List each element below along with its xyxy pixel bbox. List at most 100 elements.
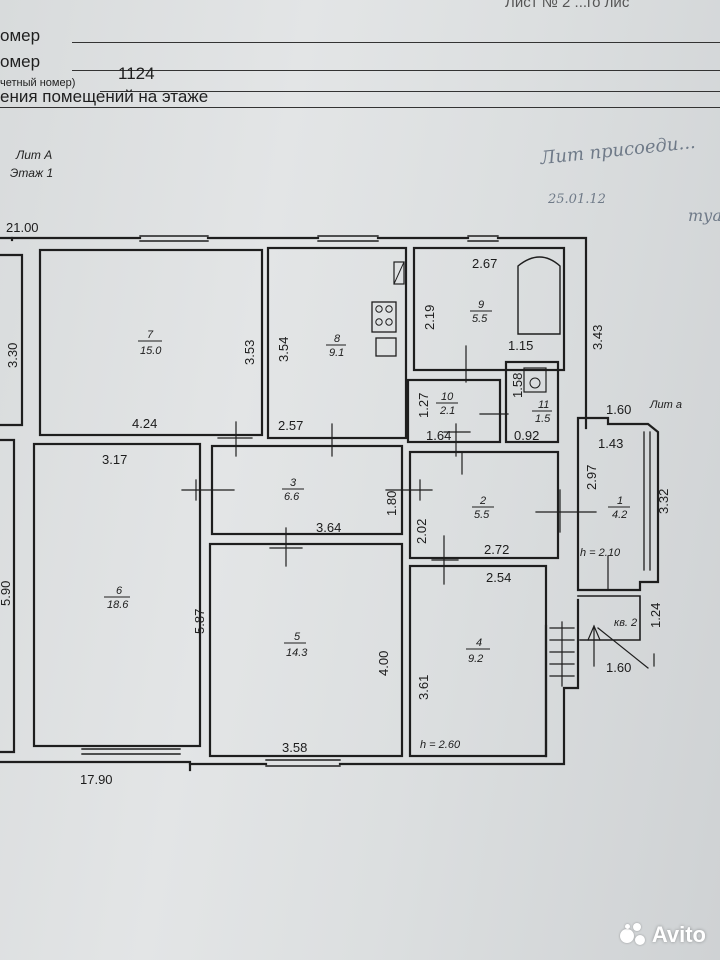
room-3-area: 6.6 <box>284 491 300 503</box>
room-6-number: 6 <box>116 585 123 597</box>
plan-line <box>385 305 393 313</box>
room-5-area: 14.3 <box>286 647 308 659</box>
plan-line <box>0 253 24 427</box>
entry-arrow <box>587 624 601 667</box>
sink <box>375 337 397 357</box>
window-top-2 <box>317 235 379 242</box>
bathtub <box>517 256 561 335</box>
room-8-area: 9.1 <box>329 347 344 359</box>
room-6 <box>32 442 202 748</box>
dim-2-97: 2.97 <box>584 465 599 490</box>
avito-text: Avito <box>651 922 706 947</box>
dim-4-00: 4.00 <box>376 651 391 676</box>
dim-3-61: 3.61 <box>416 675 431 700</box>
room-5-number: 5 <box>294 631 301 643</box>
plan-line <box>269 527 303 567</box>
plan-line <box>375 318 383 326</box>
window-top-3 <box>467 235 499 242</box>
plan-line <box>597 627 649 669</box>
room-6-area: 18.6 <box>107 599 129 611</box>
dim-5-87: 5.87 <box>192 609 207 634</box>
room-2-number: 2 <box>479 495 486 507</box>
room-7-number: 7 <box>147 329 154 341</box>
room-3 <box>210 444 404 536</box>
dim-3-54: 3.54 <box>276 337 291 362</box>
room-8-number: 8 <box>334 333 341 345</box>
room-10-area: 2.1 <box>439 405 455 417</box>
toilet <box>523 367 547 393</box>
dim-1-24: 1.24 <box>648 603 663 628</box>
header-line3-label: четный номер) <box>0 77 76 89</box>
plan-line <box>529 377 541 389</box>
room-7 <box>38 248 264 437</box>
room-7-area: 15.0 <box>140 345 162 357</box>
window-top-1 <box>139 235 209 242</box>
dim-21-00: 21.00 <box>6 220 39 235</box>
room-9-area: 5.5 <box>472 313 488 325</box>
dim-3-58: 3.58 <box>282 740 307 755</box>
room-3-number: 3 <box>290 477 297 489</box>
plan-line <box>431 535 459 585</box>
header-line-1 <box>72 42 720 43</box>
plan-line <box>181 479 235 501</box>
room-2 <box>408 450 560 560</box>
room-8 <box>266 246 408 440</box>
dim-2-02: 2.02 <box>414 519 429 544</box>
dim-3-17: 3.17 <box>102 452 127 467</box>
room-11-number: 11 <box>538 399 549 411</box>
dim-3-64: 3.64 <box>316 520 341 535</box>
dim-1-60-bottom: 1.60 <box>606 660 631 675</box>
dim-1-64: 1.64 <box>426 428 451 443</box>
room-11 <box>504 360 560 444</box>
avito-watermark: Avito <box>619 922 706 948</box>
stairs <box>549 621 575 687</box>
header-line1-label: омер <box>0 26 41 45</box>
lit-label: Лит А <box>16 148 53 162</box>
outer-wall <box>0 236 588 430</box>
dim-1-58: 1.58 <box>510 373 525 398</box>
room-9-number: 9 <box>478 299 484 311</box>
plan-line <box>577 595 641 641</box>
dim-2-72: 2.72 <box>484 542 509 557</box>
room-4-area: 9.2 <box>468 653 483 665</box>
plan-line <box>443 423 471 457</box>
dim-5-90: 5.90 <box>0 581 13 606</box>
room-9 <box>412 246 566 372</box>
room-2-area: 5.5 <box>474 509 490 521</box>
dim-3-53: 3.53 <box>242 340 257 365</box>
plan-line <box>393 261 405 285</box>
handwriting-date: 25.01.12 <box>548 192 606 207</box>
stove <box>371 301 397 333</box>
window-bottom-1 <box>81 748 181 755</box>
room-1-number: 1 <box>617 495 623 507</box>
dim-17-90: 17.90 <box>80 772 113 787</box>
plan-line <box>535 489 597 533</box>
floor-label: Этаж 1 <box>10 166 54 180</box>
room-10 <box>406 378 502 444</box>
plan-line <box>375 305 383 313</box>
h-label-main: h = 2.60 <box>420 739 461 751</box>
room-4-number: 4 <box>476 637 482 649</box>
header-line-3 <box>100 91 720 92</box>
header-line-2 <box>72 70 720 71</box>
dim-1-15: 1.15 <box>508 338 533 353</box>
room-1-area: 4.2 <box>612 509 627 521</box>
dim-1-80: 1.80 <box>384 491 399 516</box>
dim-2-67: 2.67 <box>472 256 497 271</box>
room-11-area: 1.5 <box>535 413 551 425</box>
header-line-4 <box>0 107 720 108</box>
dim-3-32: 3.32 <box>656 489 671 514</box>
room-5 <box>208 542 404 758</box>
plan-line <box>385 479 433 501</box>
plan-line <box>217 421 253 457</box>
dim-1-60-top: 1.60 <box>606 402 631 417</box>
handwriting-note-2: туа <box>688 206 720 225</box>
h-label-small: h = 2.10 <box>580 547 621 559</box>
room-1 <box>576 416 660 592</box>
dim-3-30: 3.30 <box>5 343 20 368</box>
dim-0-92: 0.92 <box>514 428 539 443</box>
dim-3-43: 3.43 <box>590 325 605 350</box>
dim-1-43: 1.43 <box>598 436 623 451</box>
